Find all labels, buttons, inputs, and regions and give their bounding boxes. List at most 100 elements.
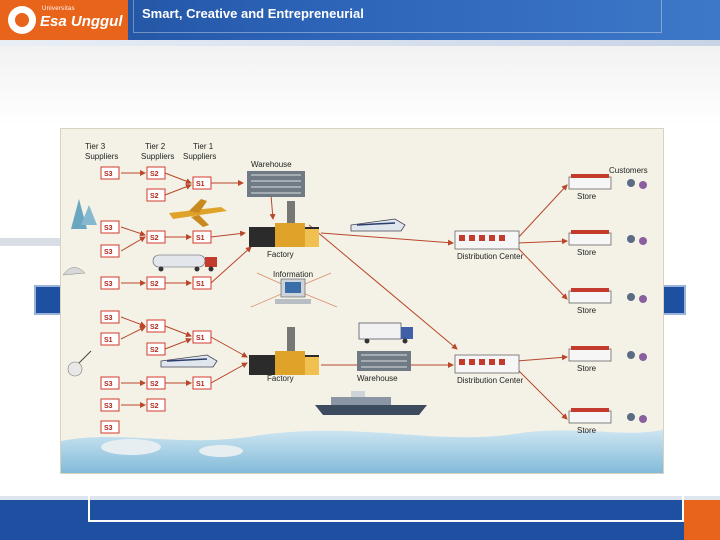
tier3-supplier-box-label: S3 bbox=[104, 281, 113, 288]
tier2-supplier-box-label: S2 bbox=[150, 324, 159, 331]
cargo-ship-icon bbox=[315, 391, 427, 415]
dc-top-label: Distribution Center bbox=[457, 252, 524, 261]
tier2-supplier-box-label: S2 bbox=[150, 235, 159, 242]
factory-bottom-label: Factory bbox=[267, 374, 294, 383]
tier3-supplier-box bbox=[100, 244, 120, 258]
tier3-supplier-box bbox=[100, 332, 120, 346]
customer-icon bbox=[639, 415, 647, 423]
store-awning-icon bbox=[571, 346, 609, 350]
store-awning-icon bbox=[571, 408, 609, 412]
store-awning-icon bbox=[571, 174, 609, 178]
tier2-supplier-box-label: S2 bbox=[150, 347, 159, 354]
airplane-icon bbox=[169, 199, 227, 227]
store-label: Store bbox=[577, 364, 597, 373]
tier3-supplier-box bbox=[100, 398, 120, 412]
tier2-supplier-box-label: S2 bbox=[150, 281, 159, 288]
tier3-supplier-box-label: S3 bbox=[104, 425, 113, 432]
rock-graphic bbox=[101, 439, 161, 455]
footer-divider bbox=[0, 496, 720, 500]
customer-icon bbox=[627, 413, 635, 421]
tier3-supplier-box-label: S3 bbox=[104, 225, 113, 232]
river-graphic bbox=[61, 429, 663, 473]
diagram-canvas: Tier 3 Suppliers Tier 2 Suppliers Tier 1… bbox=[61, 142, 663, 473]
tier3-supplier-box-label: S3 bbox=[104, 171, 113, 178]
computer-icon bbox=[250, 272, 338, 308]
dc-bottom-label: Distribution Center bbox=[457, 376, 524, 385]
store-icon bbox=[568, 290, 612, 304]
store-label: Store bbox=[577, 248, 597, 257]
factory-bottom-icon bbox=[249, 327, 319, 375]
tier2-supplier-box bbox=[146, 398, 166, 412]
store-label: Store bbox=[577, 192, 597, 201]
tanker-truck-icon bbox=[152, 254, 217, 272]
customer-icon bbox=[627, 235, 635, 243]
mining-icon bbox=[67, 361, 83, 377]
tier1-supplier-box-label: S1 bbox=[196, 335, 205, 342]
customer-icon bbox=[627, 293, 635, 301]
customer-icon bbox=[639, 181, 647, 189]
header-frame bbox=[133, 0, 662, 33]
footer-frame bbox=[88, 492, 684, 522]
factory-top-label: Factory bbox=[267, 250, 294, 259]
tier2-header-line1: Tier 2 bbox=[145, 142, 166, 151]
logo-small-text: Universitas bbox=[42, 6, 75, 12]
store-label: Store bbox=[577, 426, 597, 435]
logo[interactable]: Universitas Esa Unggul bbox=[0, 0, 128, 40]
customer-icon bbox=[627, 179, 635, 187]
tier1-supplier-box-label: S1 bbox=[196, 181, 205, 188]
tree-icon bbox=[81, 205, 97, 225]
factory-top-icon bbox=[249, 201, 319, 247]
header-bar: Universitas Esa Unggul Smart, Creative a… bbox=[0, 0, 720, 40]
tier3-supplier-box-label: S3 bbox=[104, 249, 113, 256]
tier1-header-line1: Tier 1 bbox=[193, 142, 214, 151]
header-underline bbox=[0, 40, 720, 46]
tier3-supplier-box-label: S1 bbox=[104, 337, 113, 344]
tier2-supplier-box-label: S2 bbox=[150, 381, 159, 388]
customer-icon bbox=[639, 353, 647, 361]
tier1-supplier-box-label: S1 bbox=[196, 235, 205, 242]
tier3-supplier-box bbox=[100, 276, 120, 290]
tier2-supplier-box-label: S2 bbox=[150, 403, 159, 410]
tier3-header-line1: Tier 3 bbox=[85, 142, 106, 151]
customers-label: Customers bbox=[609, 166, 648, 175]
distribution-center-top-icon bbox=[454, 230, 520, 250]
train-bottom-icon bbox=[160, 354, 218, 368]
tagline: Smart, Creative and Entrepreneurial bbox=[142, 6, 364, 21]
tier3-supplier-box-label: S3 bbox=[104, 315, 113, 322]
store-awning-icon bbox=[571, 230, 609, 234]
customer-icon bbox=[639, 295, 647, 303]
warehouse-top-icon bbox=[247, 171, 305, 197]
warehouse-top-label: Warehouse bbox=[251, 160, 292, 169]
supplier-flow-arrows bbox=[120, 170, 568, 420]
customer-icon bbox=[627, 351, 635, 359]
logo-name: Esa Unggul bbox=[40, 13, 123, 30]
logo-emblem-icon bbox=[8, 6, 36, 34]
store-icon bbox=[568, 348, 612, 362]
tier3-supplier-box bbox=[100, 310, 120, 324]
information-label: Information bbox=[273, 270, 313, 279]
box-truck-icon bbox=[358, 322, 413, 344]
tier2-header-line2: Suppliers bbox=[141, 152, 174, 161]
tier3-supplier-box bbox=[100, 420, 120, 434]
tier1-supplier-box-label: S1 bbox=[196, 281, 205, 288]
tier1-header-line2: Suppliers bbox=[183, 152, 216, 161]
train-top-icon bbox=[350, 218, 406, 232]
footer-accent bbox=[684, 500, 720, 540]
pickaxe-icon bbox=[78, 350, 92, 364]
store-awning-icon bbox=[571, 288, 609, 292]
left-strip bbox=[0, 238, 62, 246]
ore-icon bbox=[62, 267, 86, 276]
top-band bbox=[0, 46, 720, 126]
warehouse-bottom-label: Warehouse bbox=[357, 374, 398, 383]
tier3-supplier-box-label: S3 bbox=[104, 403, 113, 410]
supply-chain-diagram: Tier 3 Suppliers Tier 2 Suppliers Tier 1… bbox=[60, 128, 664, 474]
store-icon bbox=[568, 410, 612, 424]
store-icon bbox=[568, 232, 612, 246]
rock-graphic bbox=[199, 445, 243, 457]
warehouse-bottom-icon bbox=[357, 351, 411, 371]
store-icon bbox=[568, 176, 612, 190]
